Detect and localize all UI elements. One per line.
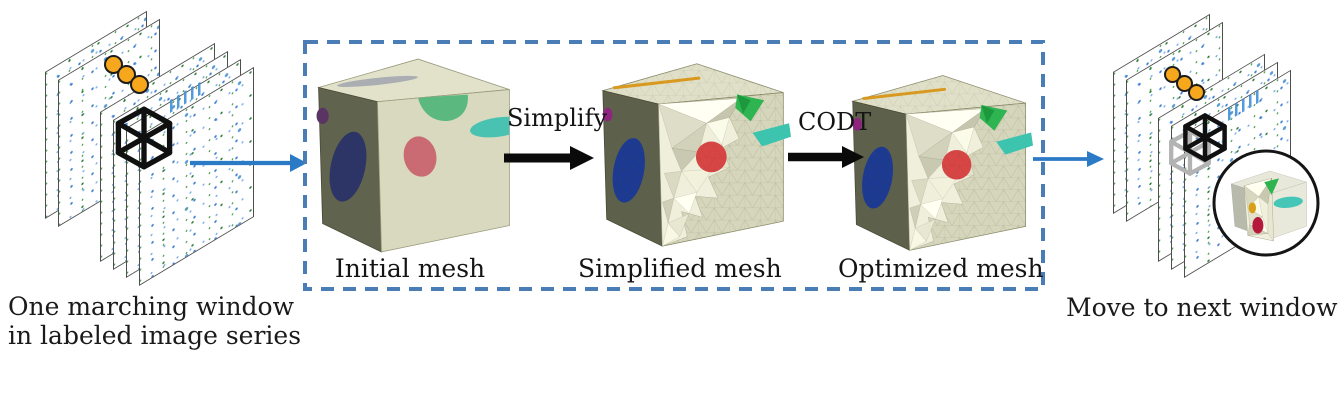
series-dot bbox=[1188, 84, 1205, 101]
series-dot bbox=[130, 75, 149, 94]
inset-green-label bbox=[1264, 178, 1280, 195]
red-label bbox=[403, 136, 437, 177]
optimized-mesh-label: Optimized mesh bbox=[838, 254, 1044, 283]
flow-arrow-left bbox=[190, 154, 307, 172]
next-window-cube-icon bbox=[1183, 113, 1227, 162]
initial-mesh-image bbox=[316, 58, 510, 253]
simplify-label: Simplify bbox=[506, 104, 608, 132]
simplified-mesh-image bbox=[597, 58, 793, 250]
inset-mesh-cube bbox=[1230, 170, 1308, 242]
zoom-inset bbox=[1212, 149, 1320, 257]
navy-label bbox=[329, 131, 367, 202]
codt-arrow bbox=[788, 146, 864, 168]
simplify-arrow bbox=[504, 146, 594, 170]
marching-window-cube-icon bbox=[115, 106, 173, 170]
green-label bbox=[418, 94, 468, 122]
inset-red-label bbox=[1252, 217, 1264, 234]
left-caption: One marching window in labeled image ser… bbox=[8, 292, 301, 350]
simplified-mesh-label: Simplified mesh bbox=[578, 254, 782, 283]
teal-label bbox=[470, 116, 510, 138]
process-box-border bbox=[303, 40, 1045, 291]
optimized-mesh-image bbox=[846, 70, 1036, 254]
left-caption-line1: One marching window bbox=[8, 292, 294, 321]
right-caption: Move to next window bbox=[1066, 293, 1338, 322]
flow-arrow-right bbox=[1033, 151, 1104, 167]
codt-label: CODT bbox=[798, 108, 872, 136]
inset-teal-label bbox=[1273, 196, 1303, 209]
purple-label bbox=[316, 107, 329, 125]
left-caption-line2: in labeled image series bbox=[8, 321, 302, 350]
gray-streak-label bbox=[337, 75, 418, 87]
inset-yellow-label bbox=[1248, 202, 1257, 214]
initial-mesh-label: Initial mesh bbox=[334, 254, 486, 283]
